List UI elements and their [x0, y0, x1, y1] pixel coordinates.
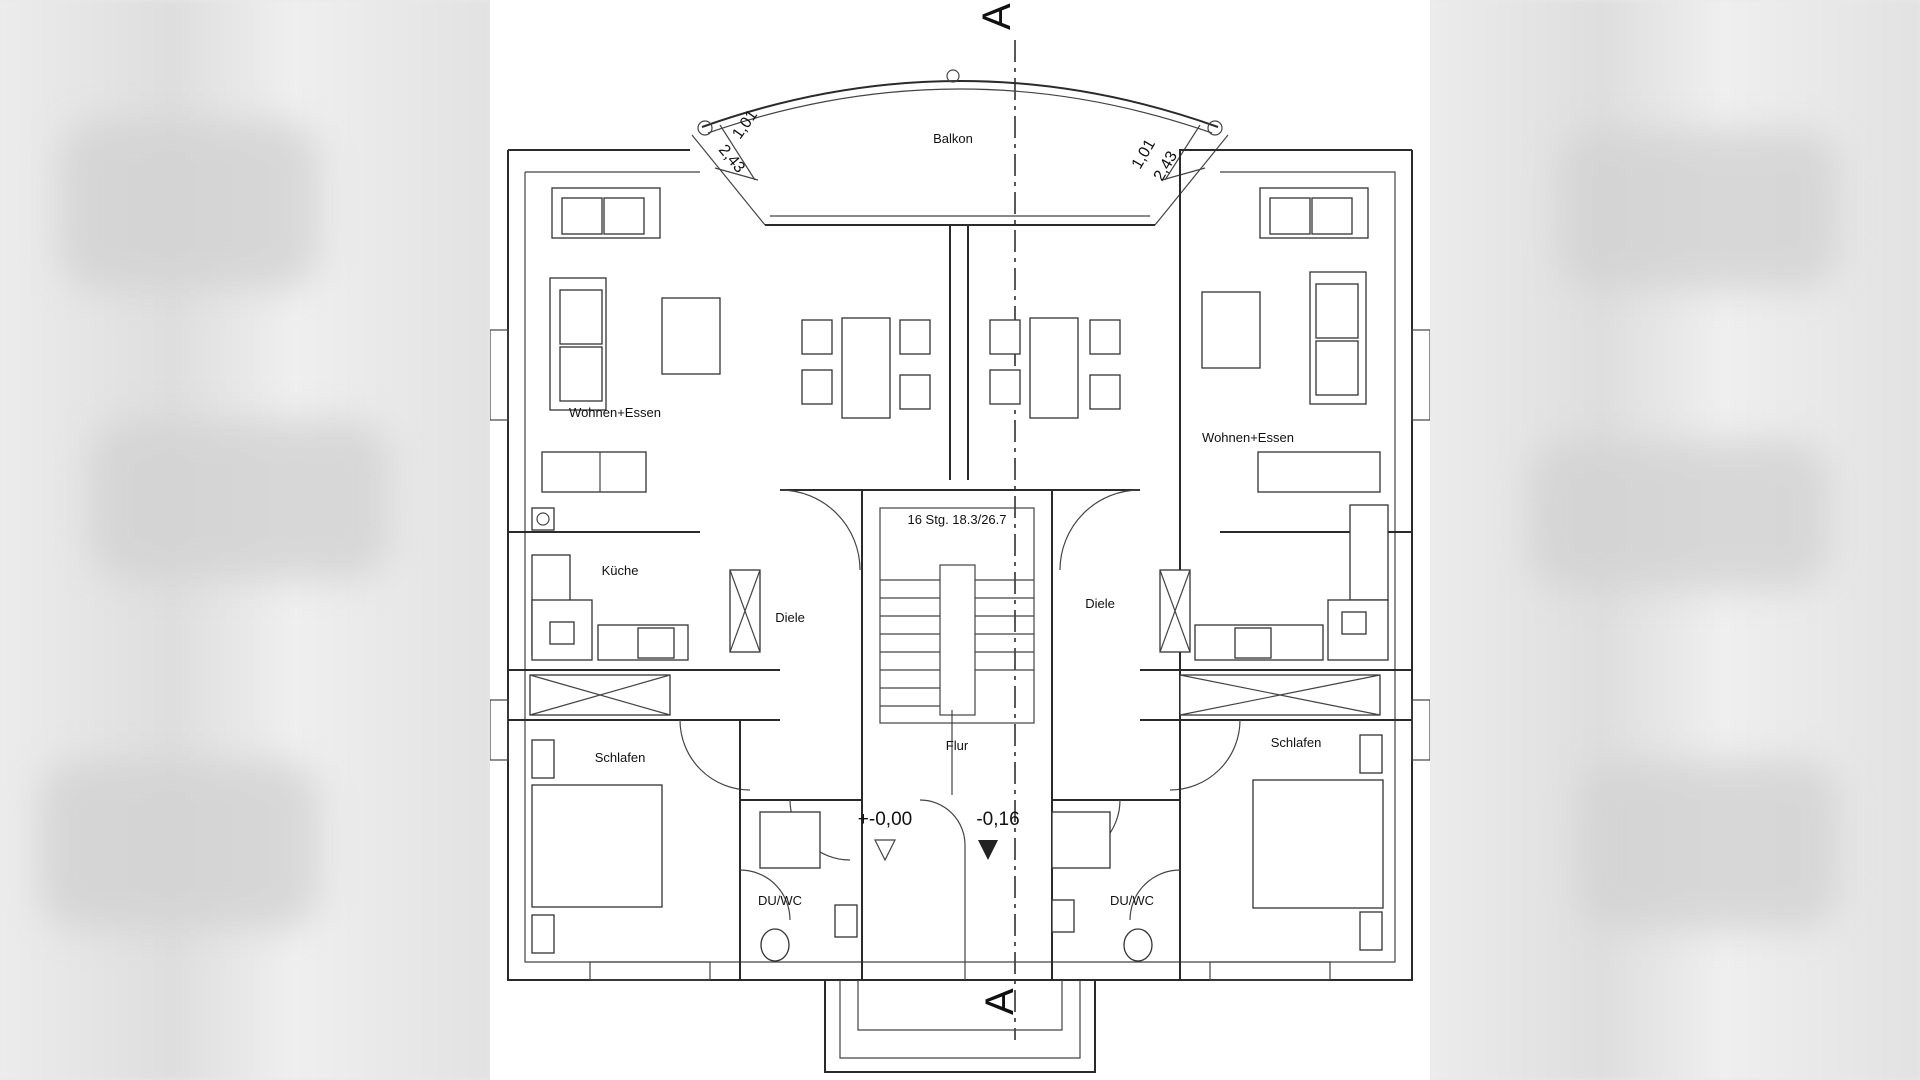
chair: [1089, 319, 1121, 355]
nightstand: [531, 739, 555, 779]
outer-walls: [490, 149, 1430, 981]
section-marker-top: A: [975, 3, 1019, 30]
shower: [1051, 811, 1111, 869]
dining-table: [1029, 317, 1079, 419]
coffee-table: [661, 297, 721, 375]
bedroom-left-label: Schlafen: [595, 750, 646, 765]
background-blur-shape: [1560, 130, 1840, 290]
corridor-label: Flur: [946, 738, 969, 753]
background-blur-shape: [1580, 760, 1840, 930]
background-blur-shape: [60, 120, 320, 290]
dimension-right-b: 2,43: [1151, 148, 1181, 184]
background-blur-shape: [40, 760, 320, 930]
stair-core: [861, 225, 1053, 981]
floor-plan-drawing: A A Balkon 1,01 2,43 1,01 2,43: [490, 3, 1430, 1073]
coffee-table: [1201, 291, 1261, 369]
kitchen-label: Küche: [602, 563, 639, 578]
stove-icon: [531, 507, 555, 531]
dimension-left-a: 1,01: [729, 107, 761, 142]
living-left-label: Wohnen+Essen: [569, 405, 661, 420]
dimension-left-b: 2,43: [715, 142, 748, 177]
sideboard: [541, 451, 647, 493]
nightstand: [1359, 911, 1383, 951]
nightstand: [1359, 734, 1383, 774]
level-marker-open: [874, 839, 896, 862]
nightstand: [531, 914, 555, 954]
entrance-porch: [824, 980, 1096, 1073]
bed: [1252, 779, 1384, 909]
bath-left-label: DU/WC: [758, 893, 802, 908]
bed: [531, 784, 663, 908]
background-blur-shape: [1530, 440, 1830, 590]
stairs-label: 16 Stg. 18.3/26.7: [907, 512, 1006, 527]
hall-right-label: Diele: [1085, 596, 1115, 611]
sink-icon: [1341, 611, 1367, 635]
sideboard: [1257, 451, 1381, 493]
dimension-right: 1,01 2,43: [1129, 124, 1206, 184]
sink-icon: [549, 621, 575, 645]
living-right-label: Wohnen+Essen: [1202, 430, 1294, 445]
bedroom-right-label: Schlafen: [1271, 735, 1322, 750]
section-marker-bottom: A: [978, 988, 1022, 1015]
cooktop-icon: [1234, 627, 1272, 659]
background-blur-shape: [90, 420, 390, 580]
level-marker-filled: [978, 840, 998, 860]
chair: [989, 319, 1021, 355]
kitchen-counter: [1349, 504, 1389, 601]
level-lower: -0,16: [976, 809, 1019, 830]
chair: [899, 374, 931, 410]
toilet-icon: [760, 928, 790, 962]
dimension-right-a: 1,01: [1129, 136, 1159, 172]
hall-left-label: Diele: [775, 610, 805, 625]
bath-right-label: DU/WC: [1110, 893, 1154, 908]
floor-plan: A A Balkon 1,01 2,43 1,01 2,43: [490, 0, 1430, 1080]
dining-table: [841, 317, 891, 419]
chair: [989, 369, 1021, 405]
level-entry: +-0,00: [858, 809, 912, 830]
dimension-left: 1,01 2,43: [714, 107, 761, 181]
chair: [801, 369, 833, 405]
washbasin: [834, 904, 858, 938]
shower: [759, 811, 821, 869]
balcony-label: Balkon: [933, 131, 973, 146]
cooktop-icon: [637, 627, 675, 659]
chair: [801, 319, 833, 355]
chair: [1089, 374, 1121, 410]
washbasin: [1051, 899, 1075, 933]
toilet-icon: [1123, 928, 1153, 962]
chair: [899, 319, 931, 355]
